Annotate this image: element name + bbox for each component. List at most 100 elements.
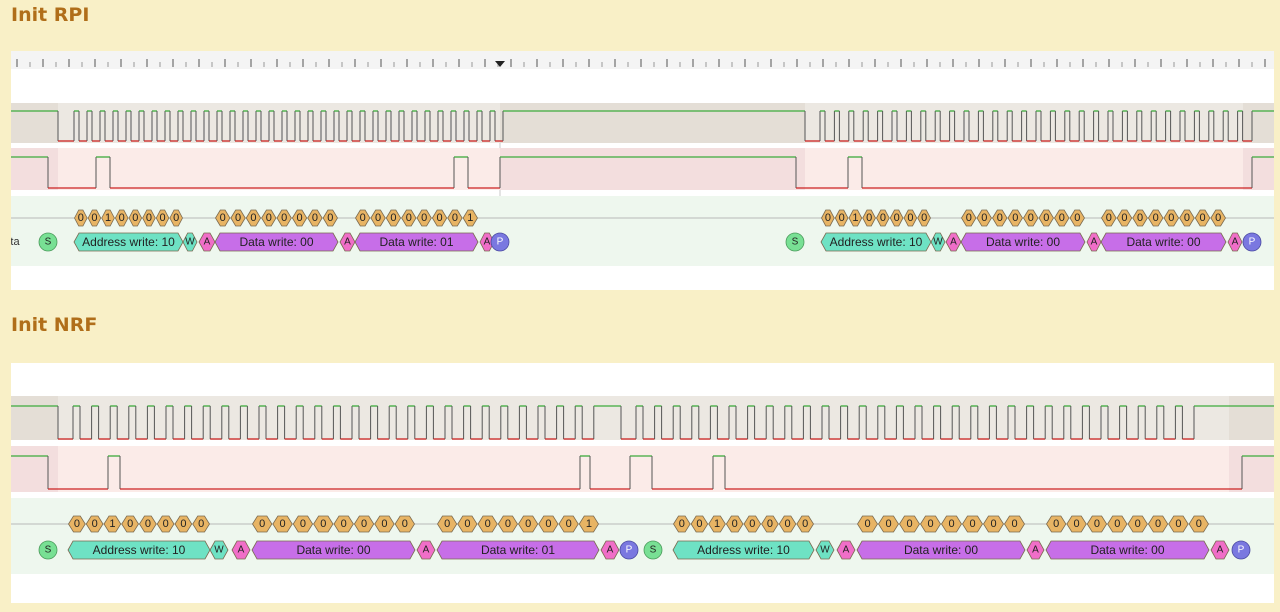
- bit-label: 0: [1074, 518, 1080, 530]
- bit-marker: [1116, 209, 1133, 227]
- bit-marker: [834, 209, 849, 227]
- bit-label: 0: [1011, 518, 1017, 530]
- bit-label: 0: [464, 518, 470, 530]
- bit-marker: [169, 209, 183, 227]
- ack-label: A: [344, 237, 351, 248]
- decode-band: [11, 498, 1274, 574]
- bit-label: 0: [78, 212, 84, 224]
- rw-marker: [930, 232, 946, 252]
- bit-label: 0: [679, 518, 685, 530]
- bit-marker: [725, 515, 744, 533]
- bit-marker: [174, 515, 193, 533]
- bit-marker: [313, 515, 334, 533]
- bit-label: 1: [467, 212, 473, 224]
- data-frame: [436, 540, 600, 560]
- sda-band: [11, 446, 1274, 492]
- data-frame: [1100, 232, 1227, 252]
- bit-label: 0: [375, 212, 381, 224]
- ack-label: A: [1217, 545, 1224, 556]
- bit-label: 0: [259, 518, 265, 530]
- scl-idle-region: [1243, 103, 1274, 143]
- bit-marker: [518, 515, 539, 533]
- start-condition-marker: [38, 232, 58, 252]
- sda-idle-region: [500, 148, 805, 190]
- bit-marker: [447, 209, 463, 227]
- bit-marker: [114, 209, 129, 227]
- data-frame: [1045, 540, 1210, 560]
- bit-label: 0: [406, 212, 412, 224]
- data-label: Data write: 00: [904, 543, 978, 557]
- stop-label: P: [626, 545, 633, 556]
- scl-idle-region: [11, 396, 58, 440]
- start-label: S: [650, 545, 657, 556]
- bit-label: 0: [990, 518, 996, 530]
- bit-marker: [961, 209, 977, 227]
- section-title-init-nrf: Init NRF: [11, 314, 98, 336]
- bit-label: 0: [341, 518, 347, 530]
- bit-marker: [245, 209, 262, 227]
- bit-marker: [252, 515, 273, 533]
- bit-label: 0: [312, 212, 318, 224]
- bit-marker: [139, 515, 157, 533]
- bit-label: 0: [198, 518, 204, 530]
- bit-label: 0: [452, 212, 458, 224]
- bit-label: 0: [839, 212, 845, 224]
- bit-marker: [272, 515, 293, 533]
- bit-label: 0: [146, 212, 152, 224]
- bit-marker: [761, 515, 779, 533]
- bit-marker: [353, 515, 375, 533]
- bit-label: 1: [586, 518, 592, 530]
- bit-marker: [1163, 209, 1180, 227]
- address-label: Address write: 10: [697, 543, 790, 557]
- bit-marker: [394, 515, 415, 533]
- bit-marker: [87, 209, 102, 227]
- bit-marker: [848, 209, 863, 227]
- bit-label: 0: [1155, 518, 1161, 530]
- bit-label: 0: [969, 518, 975, 530]
- bit-label: 0: [220, 212, 226, 224]
- data-label: Data write: 00: [296, 543, 370, 557]
- rw-marker: [182, 232, 198, 252]
- bit-label: 0: [1168, 212, 1174, 224]
- bit-label: 0: [250, 212, 256, 224]
- bit-label: 0: [802, 518, 808, 530]
- bit-marker: [778, 515, 797, 533]
- bit-marker: [1147, 209, 1164, 227]
- bit-marker: [1132, 209, 1148, 227]
- decode-band: [11, 196, 1274, 266]
- bit-label: 1: [714, 518, 720, 530]
- bit-label: 0: [948, 518, 954, 530]
- bit-label: 0: [1137, 212, 1143, 224]
- bit-marker: [103, 515, 122, 533]
- bit-label: 0: [437, 212, 443, 224]
- address-label: Address write: 10: [830, 235, 923, 249]
- data-label: Data write: 00: [1090, 543, 1164, 557]
- bit-label: 0: [327, 212, 333, 224]
- bit-marker: [291, 209, 308, 227]
- ack-marker: [1227, 232, 1243, 252]
- bit-label: 0: [360, 212, 366, 224]
- bit-marker: [1069, 209, 1085, 227]
- bit-marker: [307, 209, 323, 227]
- bit-label: 0: [1153, 212, 1159, 224]
- bit-label: 0: [1074, 212, 1080, 224]
- ack-marker: [416, 540, 436, 560]
- stop-condition-marker: [490, 232, 510, 252]
- bit-label: 0: [280, 518, 286, 530]
- bit-marker: [862, 209, 876, 227]
- bit-marker: [1004, 515, 1025, 533]
- bit-label: 0: [297, 212, 303, 224]
- bit-marker: [355, 209, 371, 227]
- bit-marker: [962, 515, 983, 533]
- bit-label: 0: [545, 518, 551, 530]
- bit-marker: [1066, 515, 1087, 533]
- bit-label: 0: [1114, 518, 1120, 530]
- stop-condition-marker: [1231, 540, 1251, 560]
- bit-marker: [261, 209, 277, 227]
- bit-marker: [462, 209, 478, 227]
- bit-marker: [497, 515, 518, 533]
